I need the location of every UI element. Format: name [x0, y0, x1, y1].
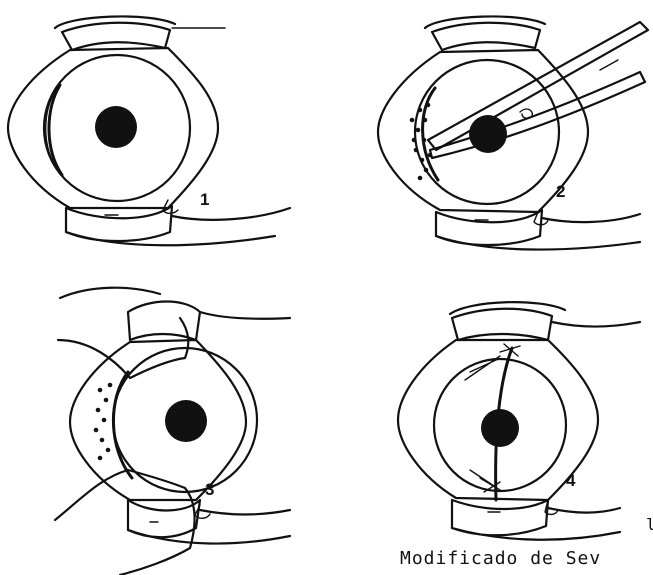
panel-4-eye [398, 302, 640, 540]
panel-3-eye [55, 288, 290, 575]
lower-eyelid [128, 500, 200, 537]
upper-eyelid [452, 309, 552, 340]
upper-eyelid [128, 302, 200, 341]
stippled-area [95, 384, 111, 459]
eye-outline [70, 340, 246, 500]
scissors-blade-lower [430, 72, 645, 158]
suture-thread-lower [55, 470, 195, 575]
lower-eyelid [452, 500, 548, 535]
cropped-edge-mark: l [646, 515, 653, 534]
pupil [165, 400, 207, 442]
upper-eyelid [432, 23, 540, 50]
suture-thread-upper [58, 318, 188, 378]
incision [423, 88, 438, 180]
panel-2-eye [378, 16, 648, 249]
panel-1-eye [8, 16, 290, 245]
incision [113, 372, 132, 478]
pupil [481, 409, 519, 447]
panel-4-number: 4 [566, 471, 576, 490]
panel-2-number: 2 [556, 182, 565, 201]
figure-caption: Modificado de Sev [400, 548, 601, 569]
upper-eyelid [62, 23, 170, 50]
panel-1-number: 1 [200, 190, 209, 209]
pupil [95, 106, 137, 148]
panel-3-number: 3 [205, 480, 214, 499]
